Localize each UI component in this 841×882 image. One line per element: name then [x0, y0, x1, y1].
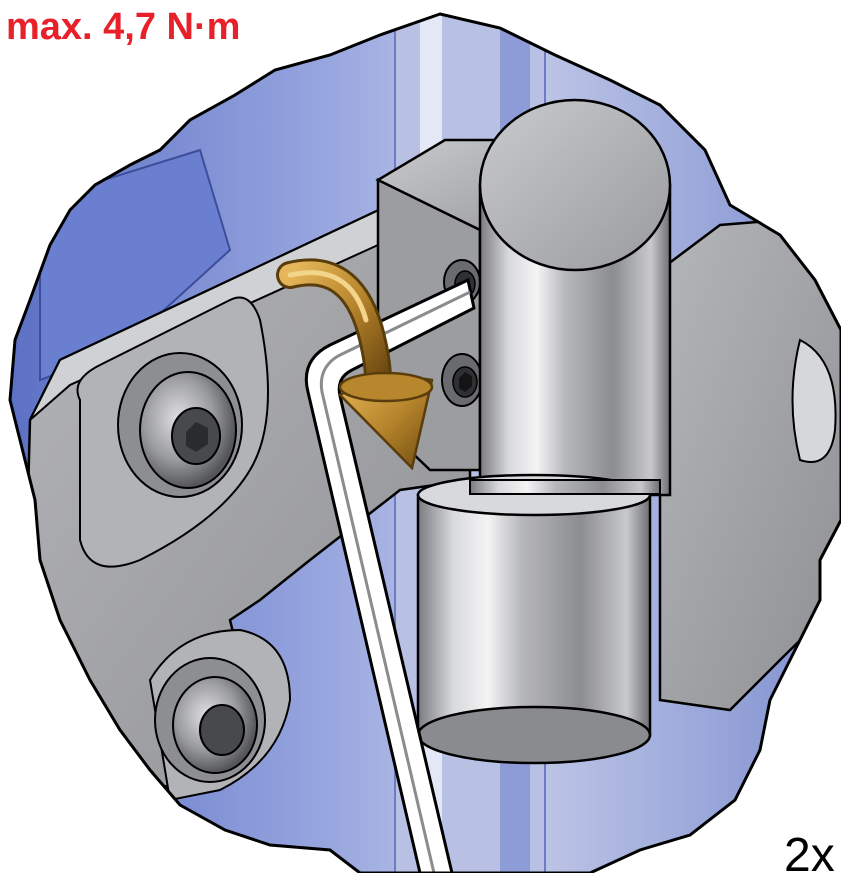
upper-countersunk-screw [117, 352, 243, 498]
upper-hinge-pin [478, 98, 672, 497]
frame-side-block [39, 148, 232, 382]
detail-view-outline [8, 12, 841, 873]
lower-hinge-pin [416, 473, 661, 765]
curved-arrow-icon [276, 258, 434, 471]
quantity-label: 2x [784, 829, 835, 882]
torque-spec-label: max. 4,7 N·m [6, 6, 241, 48]
set-screw-lower [441, 353, 483, 407]
lower-countersunk-screw [154, 657, 266, 783]
right-plate-lip [791, 338, 837, 463]
hex-key-icon [304, 277, 476, 873]
